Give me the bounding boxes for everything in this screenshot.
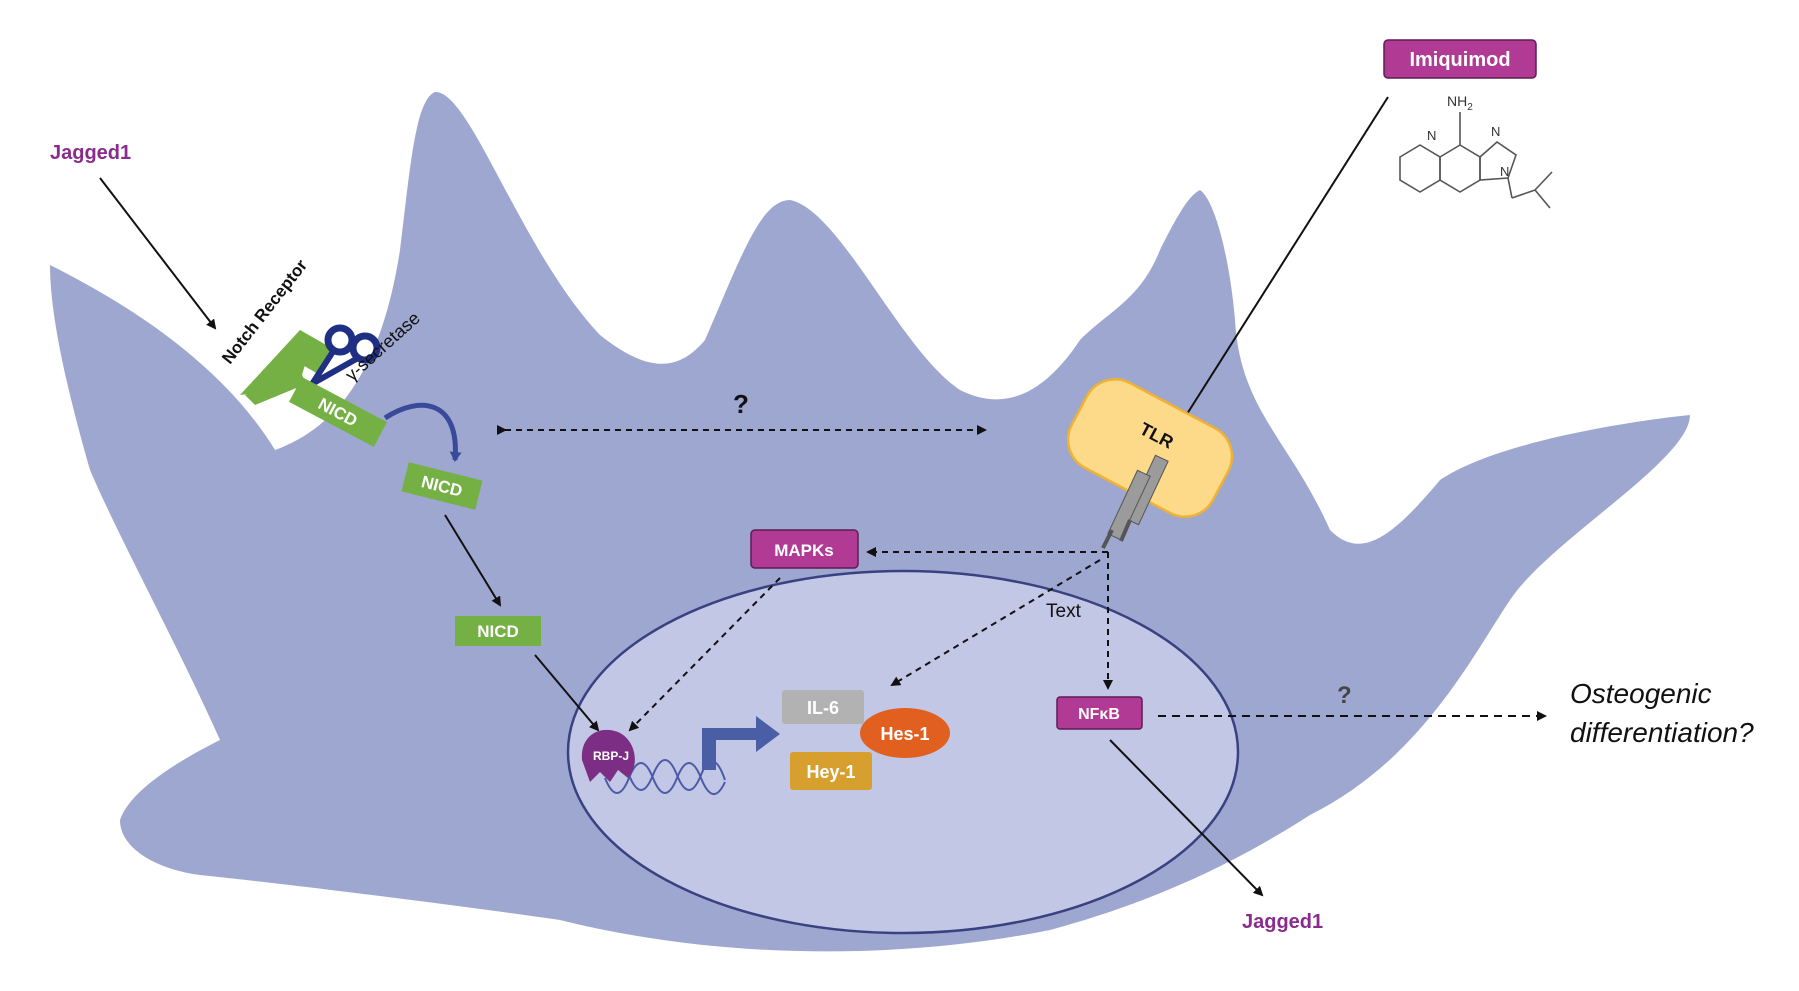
hey1-label: Hey-1 — [806, 762, 855, 782]
question-right: ? — [1337, 682, 1352, 709]
atom-n-1: N — [1427, 128, 1436, 143]
nfkb-label: NFκB — [1078, 706, 1120, 723]
transcription-arrow — [702, 716, 780, 770]
notch-receptor-shape — [240, 330, 335, 405]
question-top: ? — [733, 389, 749, 419]
tlr-to-genes-arrow — [890, 559, 1101, 687]
mapks-box — [750, 529, 859, 569]
nh2-label: NH2 — [1447, 93, 1473, 113]
il6-box — [782, 690, 864, 724]
hes1-label: Hes-1 — [880, 724, 929, 744]
tlr-receptor: TLR — [1066, 378, 1234, 518]
osteogenic-line2: differentiation? — [1570, 717, 1754, 748]
hey1-box — [790, 752, 872, 790]
jagged1-bottom-label: Jagged1 — [1242, 911, 1323, 933]
mapks-to-rbpj-arrow — [628, 577, 781, 732]
imiquimod-arrow — [1178, 96, 1389, 427]
il6-label: IL-6 — [807, 698, 839, 718]
rbpj-shape — [581, 729, 635, 782]
nicd-box-2: NICD — [401, 462, 483, 510]
nicd-arrow-1 — [444, 514, 502, 607]
mapks-label: MAPKs — [774, 541, 834, 560]
jagged1-arrow — [99, 177, 217, 330]
dna-strand-2 — [604, 762, 726, 795]
tlr-transmembrane — [1101, 454, 1169, 549]
nfkb-to-jagged1-arrow — [1109, 739, 1264, 897]
cell-body — [50, 91, 1690, 952]
nicd-arrow-2 — [534, 654, 600, 732]
nicd-label-3: NICD — [477, 622, 519, 641]
hes1-ellipse — [860, 708, 950, 758]
atom-n-2: N — [1491, 124, 1500, 139]
imiquimod-label: Imiquimod — [1409, 49, 1510, 71]
imiquimod-box — [1383, 39, 1537, 79]
osteogenic-line1: Osteogenic — [1570, 678, 1712, 709]
nfkb-box — [1056, 696, 1143, 730]
atom-n-3: N — [1500, 164, 1509, 179]
nicd-box-3 — [455, 616, 541, 646]
text-label: Text — [1046, 601, 1082, 622]
rbpj-label: RBP-J — [593, 749, 629, 763]
imiquimod-structure — [1399, 112, 1553, 209]
jagged1-top-label: Jagged1 — [50, 142, 131, 164]
cleavage-curved-arrow — [383, 402, 462, 462]
